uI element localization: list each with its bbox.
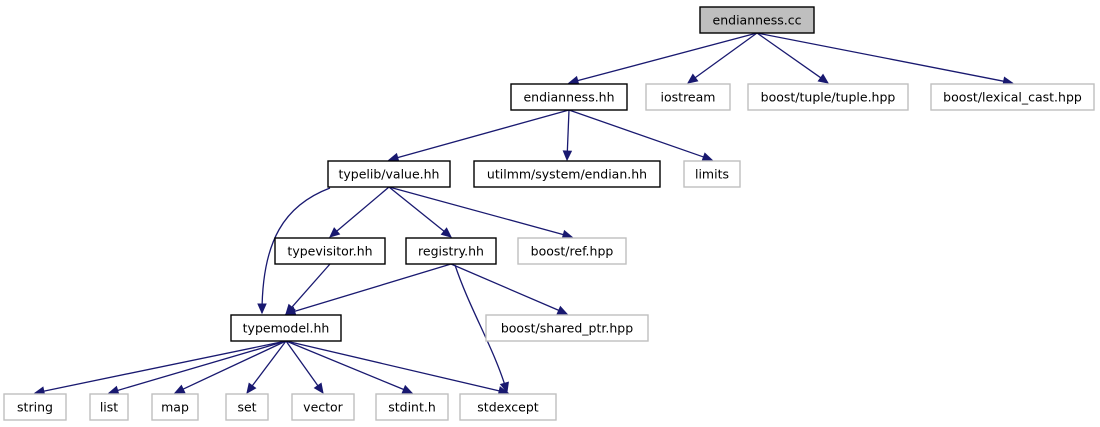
node-vector: vector xyxy=(291,393,355,421)
node-box xyxy=(473,160,661,188)
dependency-edges xyxy=(33,32,1014,396)
edge-endianness-cc-to-iostream xyxy=(687,32,758,84)
edge-value-hh-to-registry-hh xyxy=(388,186,452,238)
node-lexical-cast: boost/lexical_cast.hpp xyxy=(930,83,1095,111)
node-box xyxy=(375,393,449,421)
node-label: utilmm/system/endian.hh xyxy=(487,167,647,182)
edge-value-hh-to-typevisitor-hh xyxy=(329,186,390,238)
node-label: iostream xyxy=(661,90,716,105)
edge-endianness-cc-to-tuple-hpp xyxy=(756,32,829,84)
node-box xyxy=(327,160,451,188)
edge-value-hh-to-ref-hpp xyxy=(388,186,574,240)
node-iostream: iostream xyxy=(645,83,731,111)
node-box xyxy=(699,6,815,34)
node-endianness-cc[interactable]: endianness.cc xyxy=(699,6,815,34)
node-label: typevisitor.hh xyxy=(287,244,372,259)
edge-endianness-cc-to-lexical-cast xyxy=(756,32,1014,86)
node-label: list xyxy=(100,400,118,415)
edge-registry-hh-to-shared-ptr xyxy=(450,263,569,315)
node-label: set xyxy=(237,400,256,415)
node-box xyxy=(683,160,741,188)
edge-endianness-hh-to-value-hh xyxy=(387,109,570,162)
node-label: boost/shared_ptr.hpp xyxy=(501,321,633,336)
node-label: map xyxy=(161,400,189,415)
edge-typemodel-hh-to-map xyxy=(173,340,287,394)
edge-endianness-hh-to-endian-hh xyxy=(562,109,573,162)
node-list: list xyxy=(89,393,129,421)
edge-typemodel-hh-to-vector xyxy=(285,340,324,395)
node-tuple-hpp: boost/tuple/tuple.hpp xyxy=(747,83,909,111)
node-ref-hpp: boost/ref.hpp xyxy=(517,237,627,265)
node-box xyxy=(151,393,199,421)
edge-typemodel-hh-to-stdint xyxy=(285,340,414,394)
node-box xyxy=(225,393,269,421)
edge-value-hh-to-typemodel-hh xyxy=(257,187,331,315)
node-box xyxy=(510,83,628,111)
node-label: endianness.cc xyxy=(713,13,802,28)
node-box xyxy=(3,393,67,421)
node-box xyxy=(230,314,342,342)
node-box xyxy=(930,83,1095,111)
node-stdexcept: stdexcept xyxy=(459,393,557,421)
node-label: boost/tuple/tuple.hpp xyxy=(761,90,896,105)
node-box xyxy=(291,393,355,421)
node-label: typemodel.hh xyxy=(243,321,330,336)
node-box xyxy=(89,393,129,421)
node-box xyxy=(485,314,649,342)
node-typevisitor-hh[interactable]: typevisitor.hh xyxy=(274,237,386,265)
node-box xyxy=(747,83,909,111)
node-box xyxy=(405,237,497,265)
node-endian-hh[interactable]: utilmm/system/endian.hh xyxy=(473,160,661,188)
node-string: string xyxy=(3,393,67,421)
node-limits: limits xyxy=(683,160,741,188)
node-label: typelib/value.hh xyxy=(339,167,440,182)
node-map: map xyxy=(151,393,199,421)
node-label: vector xyxy=(303,400,344,415)
node-label: registry.hh xyxy=(418,244,484,259)
node-endianness-hh[interactable]: endianness.hh xyxy=(510,83,628,111)
node-set: set xyxy=(225,393,269,421)
node-registry-hh[interactable]: registry.hh xyxy=(405,237,497,265)
node-box xyxy=(517,237,627,265)
node-label: endianness.hh xyxy=(523,90,614,105)
edge-typemodel-hh-to-set xyxy=(246,340,287,394)
node-stdint: stdint.h xyxy=(375,393,449,421)
node-label: boost/ref.hpp xyxy=(531,244,614,259)
node-box xyxy=(274,237,386,265)
edge-typevisitor-hh-to-typemodel-hh xyxy=(285,263,331,315)
edge-endianness-hh-to-limits xyxy=(568,109,714,162)
node-box xyxy=(459,393,557,421)
node-label: stdexcept xyxy=(477,400,538,415)
node-label: stdint.h xyxy=(388,400,436,415)
node-label: limits xyxy=(695,167,729,182)
edge-registry-hh-to-typemodel-hh xyxy=(284,263,452,316)
node-typemodel-hh[interactable]: typemodel.hh xyxy=(230,314,342,342)
edge-registry-hh-to-stdexcept xyxy=(454,264,509,394)
node-box xyxy=(645,83,731,111)
node-label: boost/lexical_cast.hpp xyxy=(943,90,1082,105)
edge-endianness-cc-to-endianness-hh xyxy=(567,32,758,86)
dependency-nodes: endianness.cc endianness.hh iostream boost/… xyxy=(3,6,1095,421)
node-shared-ptr: boost/shared_ptr.hpp xyxy=(485,314,649,342)
node-label: string xyxy=(17,400,53,415)
edge-typemodel-hh-to-list xyxy=(107,340,287,395)
node-value-hh[interactable]: typelib/value.hh xyxy=(327,160,451,188)
